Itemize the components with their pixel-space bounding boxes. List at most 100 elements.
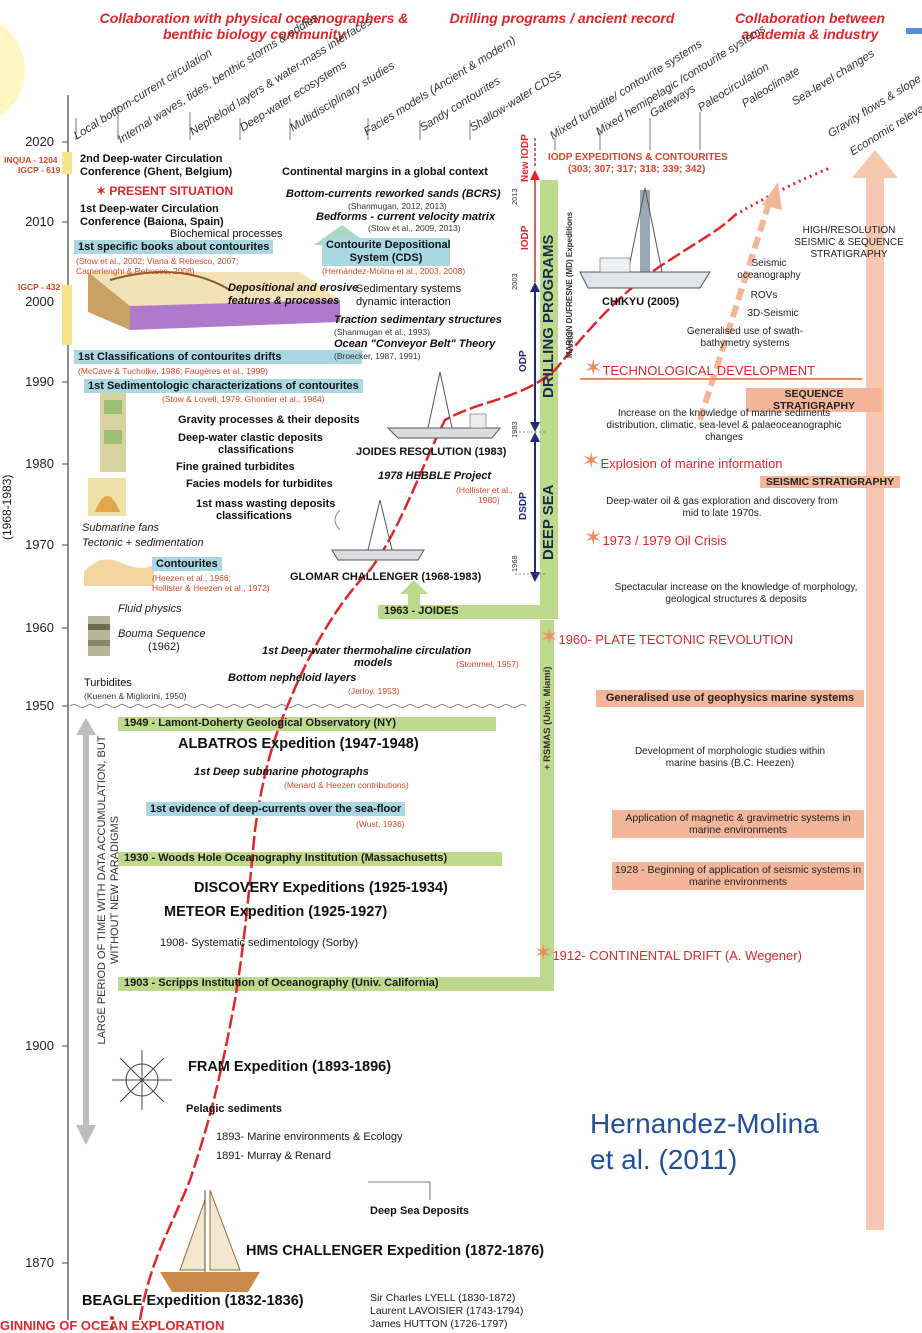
fluid-physics-picture xyxy=(84,559,154,586)
plate-star-icon: ✶ xyxy=(540,624,559,649)
swath-bathymetry: Generalised use of swath-bathymetry syst… xyxy=(686,326,804,349)
year-2013-label: 2013 xyxy=(510,188,519,205)
radiolarian-drawing xyxy=(112,1050,172,1110)
citation: Hernandez-Molina et al. (2011) xyxy=(590,1106,819,1178)
year-2003-label: 2003 xyxy=(510,273,519,290)
conf1-place: Conference (Baiona, Spain) xyxy=(80,216,224,228)
depositional-features-2: features & processes xyxy=(228,295,340,307)
oil-gas-exploration: Deep-water oil & gas exploration and dis… xyxy=(606,496,838,519)
sedimentary-systems-1: Sedimentary systems xyxy=(356,283,462,295)
rovs: ROVs xyxy=(750,290,778,301)
lamont-bar xyxy=(118,717,496,731)
year-1900: 1900 xyxy=(25,1038,54,1053)
drilling-programs-bar xyxy=(540,180,558,605)
drift-star-icon: ✶ xyxy=(534,940,553,965)
joides-up-arrow xyxy=(400,580,428,605)
turbidites-ref: (Kuenen & Migliorini, 1950) xyxy=(84,691,187,701)
glomar-challenger-ship xyxy=(331,499,425,561)
citation-line-2: et al. (2011) xyxy=(590,1144,738,1175)
header-right: Collaboration between academia & industr… xyxy=(734,10,886,42)
mass-wasting-1: 1st mass wasting deposits xyxy=(196,498,336,510)
hebble-ref-2: 1980) xyxy=(478,495,500,505)
igcp-619-label: IGCP - 619 xyxy=(18,165,61,175)
deep-currents-evidence: 1st evidence of deep-currents over the s… xyxy=(146,802,406,816)
year-1983-label: 1983 xyxy=(510,421,519,438)
drift-classifications-ref: (McCave & Tucholke, 1986; Faugères et al… xyxy=(78,366,268,376)
cds-line-2: System (CDS) xyxy=(349,252,423,264)
clastic-deposits-2: classifications xyxy=(218,444,294,456)
magnetic-gravimetric-box: Application of magnetic & gravimetric sy… xyxy=(612,810,864,838)
year-2020: 2020 xyxy=(25,134,54,149)
books-ref-2: Camerlenghi & Rebesco, 2008) xyxy=(76,266,195,276)
continental-margins: Continental margins in a global context xyxy=(282,166,488,178)
geophysics-box: Generalised use of geophysics marine sys… xyxy=(596,690,864,707)
fluid-physics: Fluid physics xyxy=(118,603,182,615)
sedimentologic-ref: (Stow & Lovell, 1979; Ghontier et al., 1… xyxy=(162,394,325,404)
bedforms-ref: (Stow et al., 2009, 2013) xyxy=(368,223,461,233)
beagle-expedition: BEAGLE Expedition (1832-1836) xyxy=(82,1293,304,1309)
biochemical-processes: Biochemical processes xyxy=(170,228,283,240)
present-situation-label: PRESENT SITUATION xyxy=(109,184,234,198)
iodp-expeditions: IODP EXPEDITIONS & CONTOURITES xyxy=(548,152,728,163)
submarine-photographs: 1st Deep submarine photographs xyxy=(194,766,369,778)
seismic-dashed-arrow xyxy=(697,199,773,421)
bouma-year: (1962) xyxy=(148,641,180,653)
drift-classifications-box: 1st Classifications of contourites drift… xyxy=(74,350,362,364)
albatros-expedition: ALBATROS Expedition (1947-1948) xyxy=(178,736,419,752)
future-dotted-line xyxy=(734,166,831,217)
year-1995-label: 1995 xyxy=(566,331,575,348)
industry-arrow-head xyxy=(852,150,898,178)
oil-star-icon: ✶ xyxy=(584,525,603,550)
gravity-processes: Gravity processes & their deposits xyxy=(178,414,360,426)
decor-glow xyxy=(0,23,25,117)
submarine-fans: Submarine fans xyxy=(82,522,160,534)
odp-label: ODP xyxy=(518,350,529,372)
iodp-label: IODP xyxy=(520,225,531,250)
traction-structures: Traction sedimentary structures xyxy=(334,314,502,326)
woods-hole-bar xyxy=(118,852,502,866)
inqua-label: INQUA - 1204 xyxy=(4,155,58,165)
technological-development: ✶TECHNOLOGICAL DEVELOPMENT xyxy=(584,357,815,380)
chikyu-label: CHIKYU (2005) xyxy=(602,296,680,308)
bedforms: Bedforms - current velocity matrix xyxy=(316,211,496,223)
explosion-label: Explosion of marine information xyxy=(600,456,783,471)
hms-challenger: HMS CHALLENGER Expedition (1872-1876) xyxy=(246,1243,545,1259)
igcp-432-marker xyxy=(62,285,72,345)
cds-ref: (Hernández-Molina et al., 2003, 2008) xyxy=(322,266,466,276)
cds-box: Contourite Depositional System (CDS) xyxy=(322,238,451,266)
decor-corner-mark xyxy=(906,28,922,34)
submarine-fan-picture xyxy=(88,478,126,516)
pelagic-sediments: Pelagic sediments xyxy=(186,1103,282,1115)
nepheloid-layers: Bottom nepheloid layers xyxy=(228,672,357,684)
conf2-place: Conference (Ghent, Belgium) xyxy=(80,166,233,178)
contourites-ref-1: (Heezen et al., 1966; xyxy=(152,573,231,583)
conveyor-belt: Ocean "Conveyor Belt" Theory xyxy=(334,338,496,350)
header-middle: Drilling programs / ancient record xyxy=(449,10,675,26)
lamont-doherty: 1949 - Lamont-Doherty Geological Observa… xyxy=(124,717,397,729)
oil-crisis: ✶1973 / 1979 Oil Crisis xyxy=(584,527,727,550)
fram-expedition: FRAM Expedition (1893-1896) xyxy=(188,1059,392,1075)
topic-leaders-right xyxy=(554,112,701,150)
lavoisier: Laurent LAVOISIER (1743-1794) xyxy=(370,1305,524,1317)
sequence-stratigraphy: SEQUENCE STRATIGRAPHY xyxy=(746,388,882,412)
year-1950: 1950 xyxy=(25,698,54,713)
new-iodp-label: New IODP xyxy=(520,134,531,182)
rsmas-label: + RSMAS (Univ. Miami) xyxy=(542,666,553,770)
thermohaline-ref: (Stommel, 1957) xyxy=(456,659,519,669)
high-resolution-seismic: HIGH/RESOLUTION SEISMIC & SEQUENCE STRAT… xyxy=(794,225,904,260)
present-situation: ✶ PRESENT SITUATION xyxy=(96,184,233,198)
conf2-title: 2nd Deep-water Circulation xyxy=(80,153,223,165)
explosion-star-icon: ✶ xyxy=(582,448,601,473)
hebble-project: 1978 HEBBLE Project xyxy=(378,470,492,482)
depositional-features-1: Depositional and erosive xyxy=(228,282,359,294)
technological-development-label: TECHNOLOGICAL DEVELOPMENT xyxy=(602,363,816,378)
knowledge-increase: Increase on the knowledge of marine sedi… xyxy=(606,408,842,443)
iodp-expeditions-list: (303; 307; 317; 318; 339; 342) xyxy=(568,164,706,175)
conf1-title: 1st Deep-water Circulation xyxy=(80,203,219,215)
year-1960: 1960 xyxy=(25,620,54,635)
citation-line-1: Hernandez-Molina xyxy=(590,1108,819,1139)
inqua-marker xyxy=(62,152,72,174)
continental-drift: ✶1912- CONTINENTAL DRIFT (A. Wegener) xyxy=(534,942,802,965)
tectonic-sedimentation: Tectonic + sedimentation xyxy=(82,537,204,549)
sedimentologic-box: 1st Sedimentologic characterizations of … xyxy=(84,379,363,393)
